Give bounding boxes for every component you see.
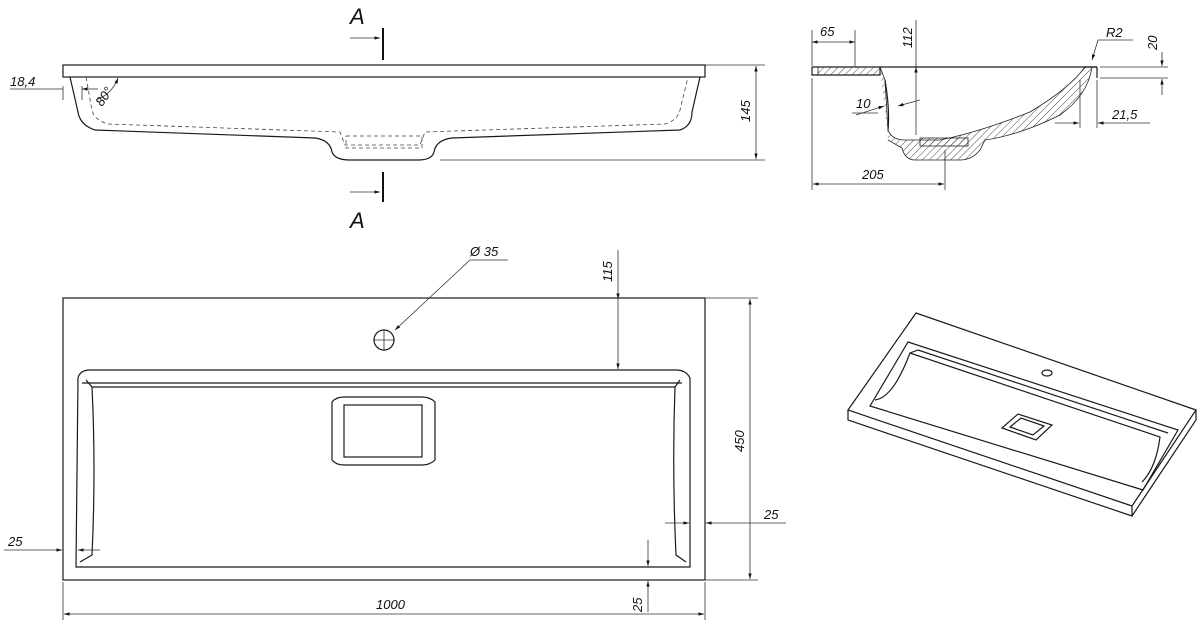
dim-text-20: 20 xyxy=(1145,35,1160,51)
dim-text-21-5: 21,5 xyxy=(1111,107,1138,122)
dim-text-25-right: 25 xyxy=(763,507,779,522)
dim-arrow-10b xyxy=(897,99,921,107)
section-label-top: A xyxy=(348,4,365,29)
plan-drain-inner xyxy=(343,404,423,458)
front-drain-hidden xyxy=(345,135,423,149)
dim-text-25-bottom: 25 xyxy=(630,597,645,613)
dim-text-35: Ø 35 xyxy=(469,244,499,259)
plan-basin-slope-right xyxy=(673,386,687,563)
plan-drain-outer xyxy=(331,396,436,466)
plan-basin-outer xyxy=(75,369,691,568)
plan-basin-slope-left xyxy=(79,386,95,563)
front-rim xyxy=(62,64,706,78)
section-label-bottom: A xyxy=(348,208,365,233)
section-basin-wall xyxy=(879,66,1093,161)
iso-front-edge xyxy=(847,410,1133,517)
iso-drain-outer xyxy=(1000,413,1054,441)
front-view: 18,4 80° 145 A A xyxy=(10,4,765,233)
dim-text-1000: 1000 xyxy=(376,597,406,612)
front-inner-hidden xyxy=(85,76,689,146)
dim-leader-35 xyxy=(394,259,471,331)
iso-basin-inner xyxy=(874,352,1161,483)
iso-top-surface xyxy=(847,312,1197,507)
iso-basin-back xyxy=(909,349,1169,434)
iso-tap-hole xyxy=(1041,369,1053,377)
iso-drain-inner xyxy=(1008,417,1046,436)
iso-basin-rim xyxy=(869,341,1179,491)
dim-text-450: 450 xyxy=(732,430,747,452)
dim-text-115: 115 xyxy=(600,261,615,282)
dim-arrow-10 xyxy=(855,105,885,116)
dim-arrow-r2 xyxy=(1091,39,1099,61)
dim-text-112: 112 xyxy=(900,27,915,48)
iso-right-edge xyxy=(1131,410,1197,517)
section-rim-hatch xyxy=(817,66,881,76)
front-basin-outline xyxy=(69,76,701,161)
dim-text-18-4: 18,4 xyxy=(10,74,35,89)
dim-text-65: 65 xyxy=(820,24,835,39)
section-inner-wall xyxy=(884,79,890,131)
plan-view: Ø 35 115 450 25 25 25 1000 xyxy=(4,244,786,620)
section-view: 65 112 R2 20 10 21,5 205 xyxy=(811,20,1168,190)
dim-text-r2: R2 xyxy=(1106,25,1123,40)
plan-outline xyxy=(62,297,706,581)
dim-text-25-left: 25 xyxy=(7,534,23,549)
dim-text-205: 205 xyxy=(861,167,884,182)
dim-text-145: 145 xyxy=(738,100,753,122)
isometric-view xyxy=(847,312,1197,517)
section-drain xyxy=(919,137,969,147)
dim-text-10: 10 xyxy=(856,96,871,111)
dim-angle-arc xyxy=(95,77,119,101)
